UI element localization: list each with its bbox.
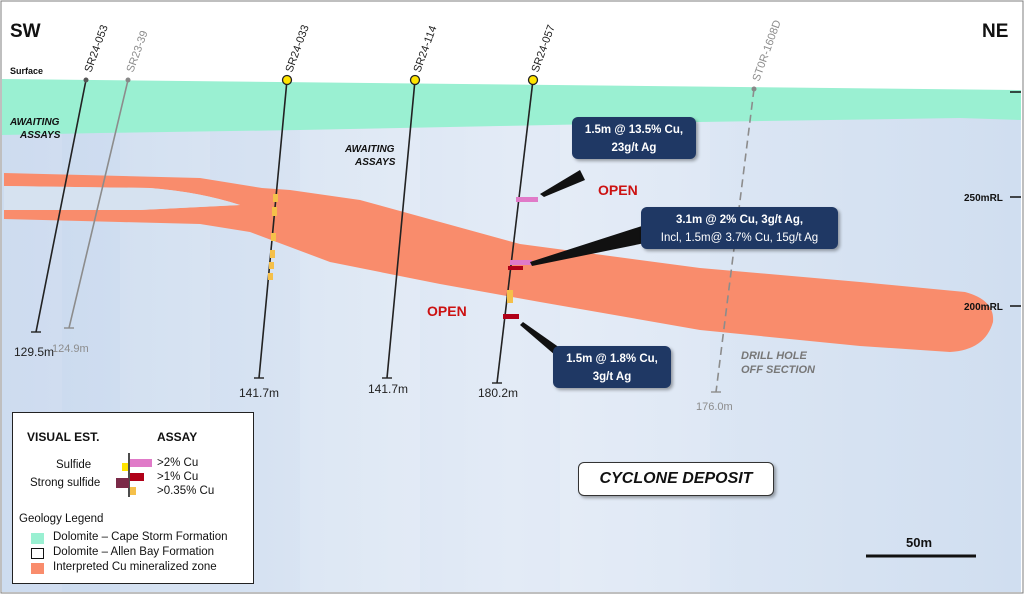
callout-line: 1.5m @ 1.8% Cu, bbox=[566, 353, 658, 365]
assay-gt1-swatch bbox=[130, 473, 144, 481]
sulfide-mark bbox=[269, 262, 274, 269]
assay-gt035-swatch bbox=[130, 487, 136, 495]
assay-mark-gt1 bbox=[503, 314, 519, 319]
legend-assay-item: >2% Cu bbox=[157, 457, 199, 469]
direction-label-sw: SW bbox=[10, 21, 41, 42]
mineralized-zone bbox=[4, 173, 994, 352]
assay-gt2-swatch bbox=[130, 459, 152, 467]
collar-marker bbox=[527, 74, 539, 86]
drill-hole-trace bbox=[258, 79, 288, 379]
sulfide-mark bbox=[270, 250, 275, 258]
hole-depth-label: 141.7m bbox=[239, 386, 279, 400]
sulfide-swatch bbox=[122, 463, 128, 471]
legend-swatch-mineralized bbox=[31, 563, 44, 574]
hole-depth-label: 176.0m bbox=[696, 401, 733, 413]
sulfide-mark bbox=[268, 273, 273, 280]
legend-assay-swatches bbox=[116, 453, 152, 497]
open-label: OPEN bbox=[427, 303, 467, 319]
hole-depth-label: 129.5m bbox=[14, 345, 54, 359]
awaiting-assays-label: AWAITING bbox=[9, 117, 60, 128]
drill-hole-trace bbox=[35, 79, 87, 333]
drill-off-section-label: DRILL HOLE bbox=[741, 350, 807, 362]
drill-hole-trace bbox=[715, 88, 755, 393]
callout-line: Incl, 1.5m@ 3.7% Cu, 15g/t Ag bbox=[660, 232, 819, 244]
callout-line: 3g/t Ag bbox=[592, 371, 632, 383]
drill-hole-trace bbox=[496, 79, 534, 384]
legend-swatch-allen-bay bbox=[31, 548, 44, 559]
awaiting-assays-label: AWAITING bbox=[344, 144, 395, 155]
collar-marker bbox=[409, 74, 421, 86]
scale-bar-label: 50m bbox=[906, 535, 932, 550]
collar-marker bbox=[125, 77, 131, 83]
drill-off-section-label: OFF SECTION bbox=[741, 364, 816, 376]
awaiting-assays-label: ASSAYS bbox=[354, 157, 396, 168]
callout-line: 1.5m @ 13.5% Cu, bbox=[584, 124, 684, 136]
hole-depth-label: 180.2m bbox=[478, 386, 518, 400]
legend-assay-item: >0.35% Cu bbox=[157, 485, 215, 497]
rl-label: 200mRL bbox=[964, 302, 1003, 313]
legend-sulfide-label: Sulfide bbox=[56, 459, 92, 471]
legend-geology-item: Dolomite – Cape Storm Formation bbox=[53, 531, 228, 543]
legend-geology-title: Geology Legend bbox=[19, 513, 104, 525]
callout-line: 23g/t Ag bbox=[611, 142, 657, 154]
cape-storm-dolomite bbox=[2, 79, 1021, 135]
legend-assay-title: ASSAY bbox=[157, 430, 198, 444]
legend-swatch-cape-storm bbox=[31, 533, 44, 544]
sulfide-mark bbox=[271, 233, 276, 241]
direction-label-ne: NE bbox=[982, 21, 1008, 42]
collar-marker bbox=[83, 77, 89, 83]
surface-label: Surface bbox=[10, 66, 43, 76]
deposit-title: CYCLONE DEPOSIT bbox=[578, 462, 774, 496]
callout-leader bbox=[520, 322, 560, 355]
collar-marker bbox=[281, 74, 293, 86]
legend-geology-item: Dolomite – Allen Bay Formation bbox=[53, 546, 215, 558]
sulfide-mark bbox=[273, 194, 278, 202]
callout-line: 3.1m @ 2% Cu, 3g/t Ag, bbox=[675, 214, 804, 226]
legend-strong-sulfide-label: Strong sulfide bbox=[30, 477, 101, 489]
strong-sulfide-swatch bbox=[116, 478, 129, 488]
legend-visual-est-title: VISUAL EST. bbox=[27, 430, 100, 444]
callout-leader bbox=[530, 225, 650, 266]
legend-assay-item: >1% Cu bbox=[157, 471, 199, 483]
assay-callout: 1.5m @ 1.8% Cu, 3g/t Ag bbox=[553, 346, 671, 388]
open-label: OPEN bbox=[598, 182, 638, 198]
sulfide-mark bbox=[507, 290, 513, 303]
assay-mark-gt1 bbox=[508, 266, 523, 270]
rl-label: 250mRL bbox=[964, 193, 1003, 204]
assay-callout: 1.5m @ 13.5% Cu, 23g/t Ag bbox=[572, 117, 696, 159]
assay-mark-gt2 bbox=[516, 197, 538, 202]
drill-hole-trace bbox=[386, 79, 416, 379]
hole-depth-label: 141.7m bbox=[368, 382, 408, 396]
assay-mark-gt2 bbox=[510, 260, 532, 265]
band bbox=[300, 112, 420, 592]
legend: VISUAL EST. ASSAY Sulfide Strong sulfide… bbox=[12, 412, 254, 584]
drill-hole-trace bbox=[68, 79, 129, 329]
assay-callout: 3.1m @ 2% Cu, 3g/t Ag, Incl, 1.5m@ 3.7% … bbox=[641, 207, 838, 249]
sulfide-mark bbox=[272, 207, 277, 216]
awaiting-assays-label: ASSAYS bbox=[19, 130, 61, 141]
hole-depth-label: 124.9m bbox=[52, 343, 89, 355]
callout-leader bbox=[540, 170, 585, 197]
legend-geology-item: Interpreted Cu mineralized zone bbox=[53, 561, 217, 573]
collar-marker bbox=[751, 86, 757, 92]
